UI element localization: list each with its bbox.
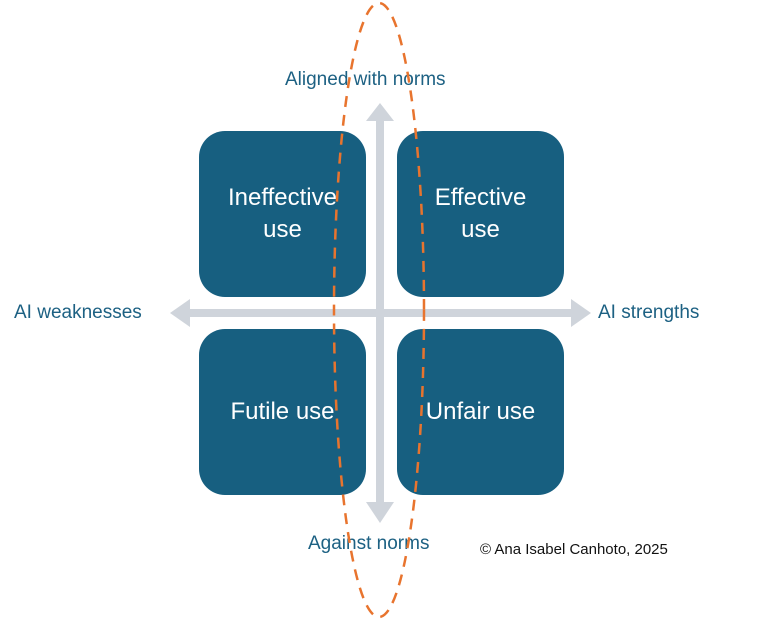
copyright-notice: © Ana Isabel Canhoto, 2025 xyxy=(480,541,668,558)
quadrant-effective-use: Effective use xyxy=(397,131,564,297)
axis-label-bottom: Against norms xyxy=(308,533,430,554)
axis-label-top: Aligned with norms xyxy=(285,69,446,90)
quadrant-label: Ineffective use xyxy=(228,184,337,243)
axis-label-right: AI strengths xyxy=(598,302,700,323)
quadrant-label: Effective use xyxy=(434,184,527,243)
quadrant-futile-use: Futile use xyxy=(199,329,366,495)
quadrant-label: Futile use xyxy=(230,398,335,425)
arrow-right-head xyxy=(571,299,591,327)
axis-label-left: AI weaknesses xyxy=(14,302,142,323)
quadrant-label: Unfair use xyxy=(425,398,536,425)
arrow-down-head xyxy=(366,502,394,523)
quadrant-unfair-use: Unfair use xyxy=(397,329,564,495)
arrow-left-head xyxy=(170,299,190,327)
arrow-up-head xyxy=(366,103,394,121)
quadrant-ineffective-use: Ineffective use xyxy=(199,131,366,297)
